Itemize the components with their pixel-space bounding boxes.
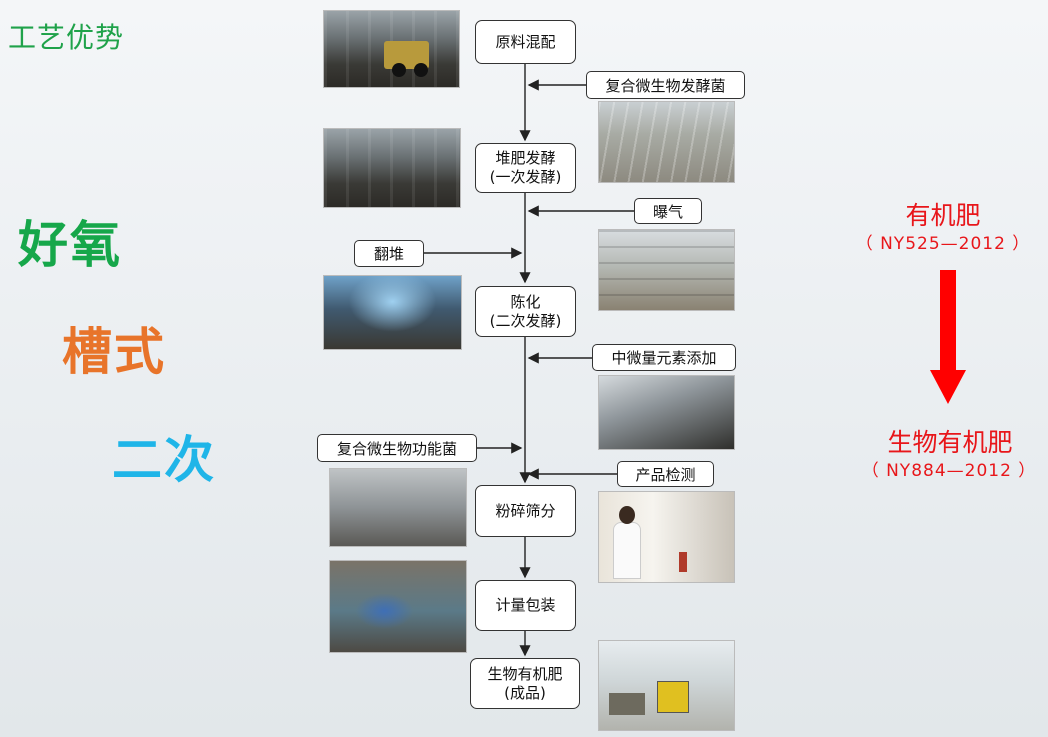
photo-screening-machine	[329, 468, 467, 547]
keyword-secondary: 二次	[112, 431, 216, 489]
step-raw-material-mixing: 原料混配	[475, 20, 576, 64]
step-composting-fermentation: 堆肥发酵 (一次发酵)	[475, 143, 576, 193]
input-aeration: 曝气	[634, 198, 702, 224]
photo-packing-worker	[329, 560, 467, 653]
input-functional-bacteria: 复合微生物功能菌	[317, 434, 477, 462]
input-pile-turning: 翻堆	[354, 240, 424, 267]
photo-lab-inspection	[598, 491, 735, 583]
step-finished-product: 生物有机肥 (成品)	[470, 658, 580, 709]
keyword-trough: 槽式	[62, 323, 166, 381]
standard-bio-organic-fertilizer: 生物有机肥	[887, 428, 1013, 457]
standard-code-ny525: （ NY525—2012 ）	[855, 234, 1031, 254]
standard-organic-fertilizer: 有机肥	[905, 201, 981, 230]
photo-loader-mixing	[323, 10, 460, 88]
photo-turning-hall	[323, 275, 462, 350]
photo-inoculant-compost	[598, 101, 735, 183]
upgrade-arrow-icon	[930, 270, 966, 404]
step-crushing-screening: 粉碎筛分	[475, 485, 576, 537]
photo-aeration-trough	[598, 229, 735, 311]
page-title: 工艺优势	[8, 21, 125, 54]
step-aging: 陈化 (二次发酵)	[475, 286, 576, 337]
input-compound-inoculant: 复合微生物发酵菌	[586, 71, 745, 99]
input-product-inspection: 产品检测	[617, 461, 714, 487]
photo-conveyor	[598, 375, 735, 450]
photo-composting-trough	[323, 128, 461, 208]
standard-code-ny884: （ NY884—2012 ）	[861, 461, 1037, 481]
photo-warehouse-forklift	[598, 640, 735, 731]
input-trace-elements: 中微量元素添加	[592, 344, 736, 371]
keyword-aerobic: 好氧	[18, 216, 122, 274]
step-metering-packing: 计量包装	[475, 580, 576, 631]
